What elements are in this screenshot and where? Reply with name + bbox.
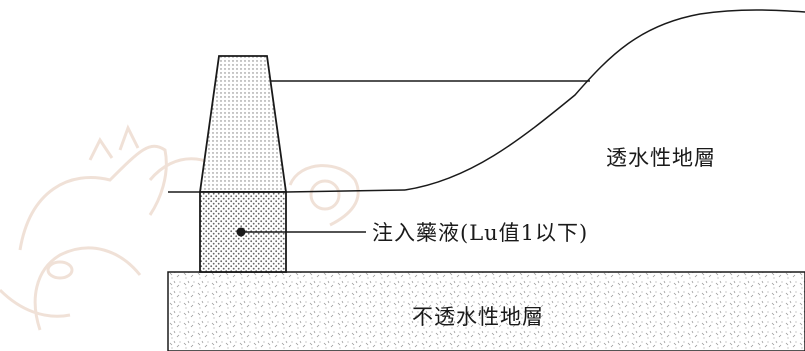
dam-body <box>198 55 288 193</box>
impermeable-layer <box>167 271 805 351</box>
permeable-layer-surface <box>404 9 805 191</box>
permeable-layer-label: 透水性地層 <box>606 146 716 170</box>
impermeable-layer-label: 不透水性地層 <box>412 305 544 329</box>
grout-injection-label: 注入藥液(Lu值1以下) <box>372 221 589 245</box>
ground-line-downstream <box>285 189 406 193</box>
